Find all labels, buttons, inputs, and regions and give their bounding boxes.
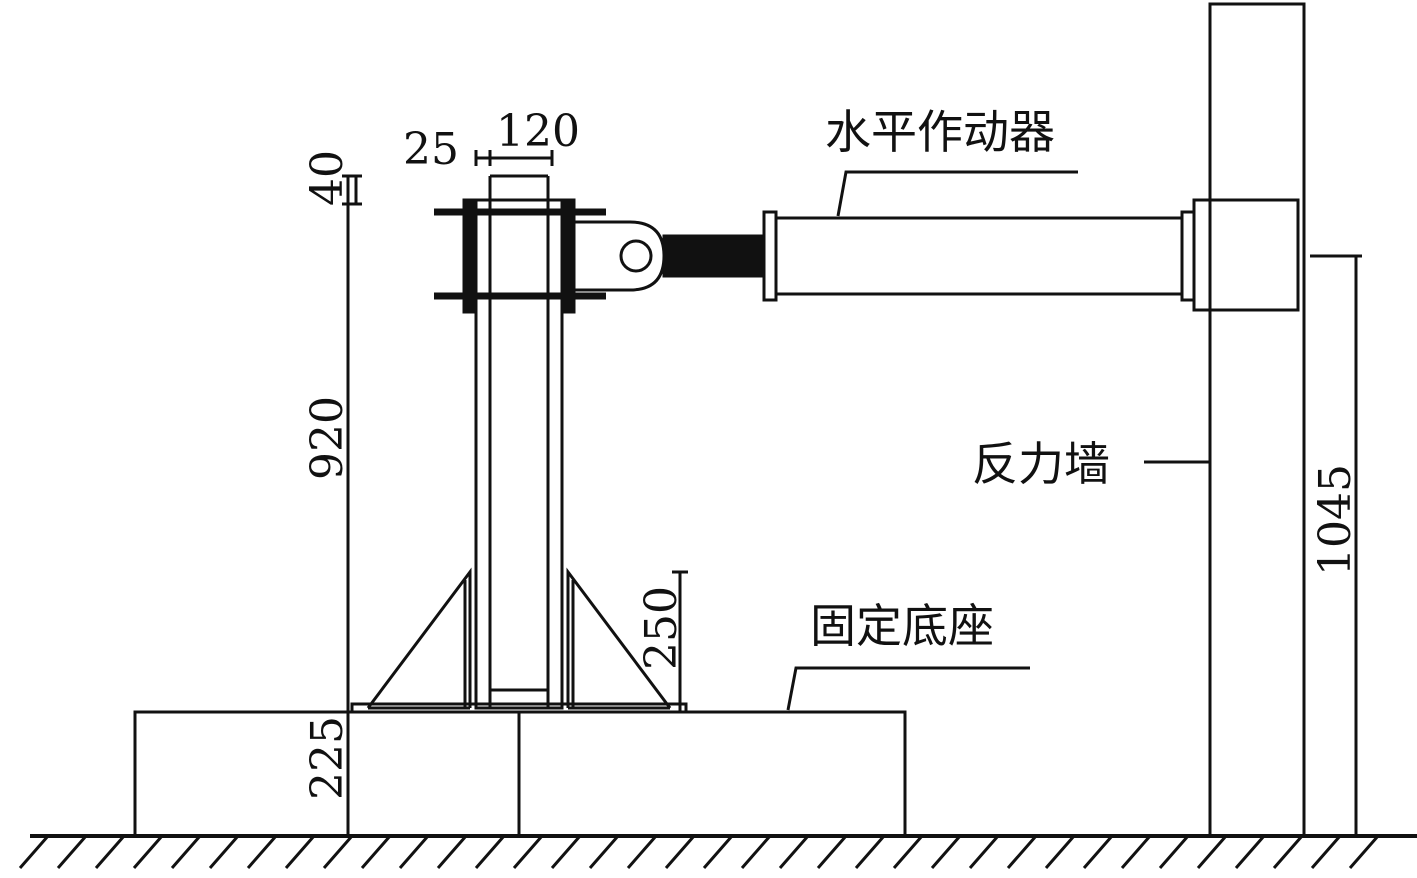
hatch-line bbox=[816, 835, 848, 869]
dim-920: 920 bbox=[302, 396, 353, 480]
hatch-line bbox=[626, 835, 658, 869]
hatch-line bbox=[1158, 835, 1190, 869]
hatch-line bbox=[1348, 835, 1380, 869]
hatch-line bbox=[208, 835, 240, 869]
hatch-line bbox=[892, 835, 924, 869]
leader-lines bbox=[786, 170, 1210, 711]
actuator-label: 水平作动器 bbox=[825, 105, 1055, 159]
hatch-line bbox=[284, 835, 316, 869]
hatch-line bbox=[436, 835, 468, 869]
dim-250: 250 bbox=[636, 586, 687, 670]
fixed-base-label: 固定底座 bbox=[810, 599, 994, 653]
dim-225: 225 bbox=[302, 716, 353, 800]
column-base-plate bbox=[350, 702, 688, 714]
dim-25: 25 bbox=[403, 124, 459, 175]
actuator-cylinder bbox=[762, 198, 1300, 312]
hatch-line bbox=[664, 835, 696, 869]
loading-head-clamp bbox=[434, 198, 606, 314]
hatch-line bbox=[1006, 835, 1038, 869]
hatch-line bbox=[94, 835, 126, 869]
hatch-line bbox=[1082, 835, 1114, 869]
clevis-connector bbox=[572, 220, 666, 292]
hatch-line bbox=[56, 835, 88, 869]
dim-1045: 1045 bbox=[1310, 464, 1361, 576]
hatch-line bbox=[702, 835, 734, 869]
hatch-line bbox=[968, 835, 1000, 869]
hatch-line bbox=[474, 835, 506, 869]
concrete-base-block bbox=[133, 710, 907, 838]
hatch-line bbox=[588, 835, 620, 869]
hatch-line bbox=[854, 835, 886, 869]
hatch-line bbox=[778, 835, 810, 869]
hatch-line bbox=[18, 835, 50, 869]
dimension-labels: 25 120 40 920 250 225 1045 bbox=[302, 106, 1361, 800]
hatch-line bbox=[1196, 835, 1228, 869]
dim-120: 120 bbox=[496, 106, 580, 157]
hatch-line bbox=[360, 835, 392, 869]
hatch-line bbox=[1272, 835, 1304, 869]
hatch-line bbox=[512, 835, 544, 869]
hatch-line bbox=[322, 835, 354, 869]
ground-hatching bbox=[18, 835, 1380, 869]
hatch-line bbox=[1120, 835, 1152, 869]
hatch-line bbox=[132, 835, 164, 869]
dimension-lines bbox=[342, 150, 1362, 836]
hatch-line bbox=[1234, 835, 1266, 869]
reaction-wall bbox=[1208, 2, 1306, 838]
actuator-rod bbox=[662, 234, 766, 278]
reaction-wall-label: 反力墙 bbox=[972, 437, 1110, 491]
hatch-line bbox=[1044, 835, 1076, 869]
hatch-line bbox=[930, 835, 962, 869]
hatch-line bbox=[398, 835, 430, 869]
hatch-line bbox=[740, 835, 772, 869]
column-specimen bbox=[474, 174, 564, 710]
hatch-line bbox=[1310, 835, 1342, 869]
ground bbox=[18, 834, 1417, 869]
hatch-line bbox=[550, 835, 582, 869]
labels: 水平作动器 反力墙 固定底座 bbox=[810, 105, 1110, 653]
dim-40: 40 bbox=[302, 150, 353, 206]
hatch-line bbox=[170, 835, 202, 869]
stiffener-plates bbox=[366, 567, 672, 710]
hatch-line bbox=[246, 835, 278, 869]
